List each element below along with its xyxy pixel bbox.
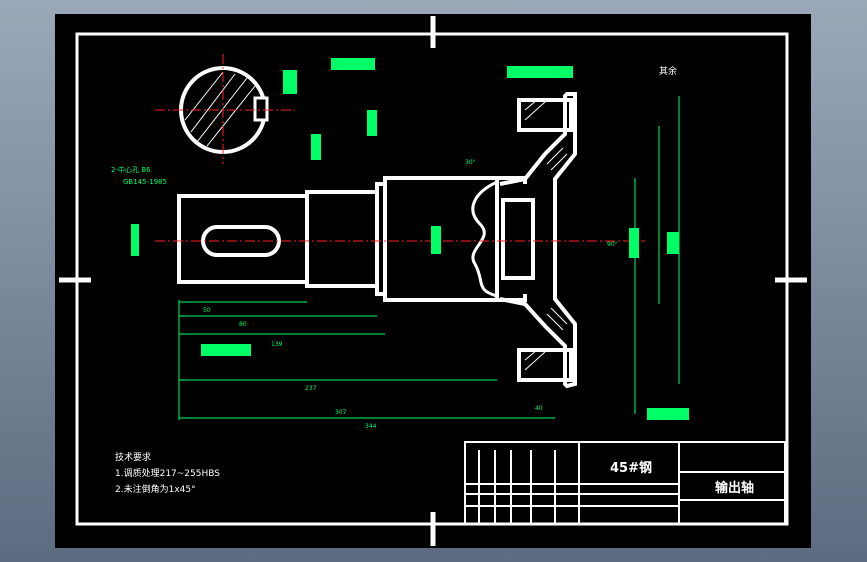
part-name-label: 输出轴 — [715, 480, 754, 496]
center-hole-note-1: 2-中心孔 B6 — [111, 165, 151, 174]
tech-item-2: 2.未注倒角为1x45° — [115, 483, 196, 495]
frame-center-marks — [59, 16, 807, 546]
dim-angle-30: 30° — [465, 159, 476, 166]
shaft-outline — [177, 176, 499, 302]
tech-item-1: 1.调质处理217~255HBS — [115, 467, 220, 479]
roughness-rest-label: 其余 — [659, 65, 677, 77]
dim-80: 80 — [239, 321, 247, 328]
dim-50: 50 — [203, 307, 211, 314]
annotation-marks — [131, 58, 689, 420]
dim-angle-90: 90° — [607, 241, 618, 248]
sheet-frame — [75, 32, 789, 526]
material-label: 45#钢 — [610, 460, 652, 476]
center-lines — [155, 54, 645, 242]
dimension-lines — [178, 96, 680, 420]
tech-heading: 技术要求 — [115, 451, 151, 463]
dim-344: 344 — [365, 423, 377, 430]
dim-139: 139 — [271, 341, 283, 348]
center-hole-note-2: GB145-1985 — [123, 178, 167, 186]
break-line — [471, 180, 498, 298]
bevel-gear-section — [499, 92, 577, 389]
title-block — [464, 441, 786, 525]
dim-307: 307 — [335, 409, 347, 416]
dim-237: 237 — [305, 385, 317, 392]
cad-drawing: 45#钢 输出轴 技术要求 1.调质处理217~255HBS 2.未注倒角为1x… — [55, 14, 811, 548]
dim-40: 40 — [535, 405, 543, 412]
gear-hatch — [524, 99, 568, 371]
